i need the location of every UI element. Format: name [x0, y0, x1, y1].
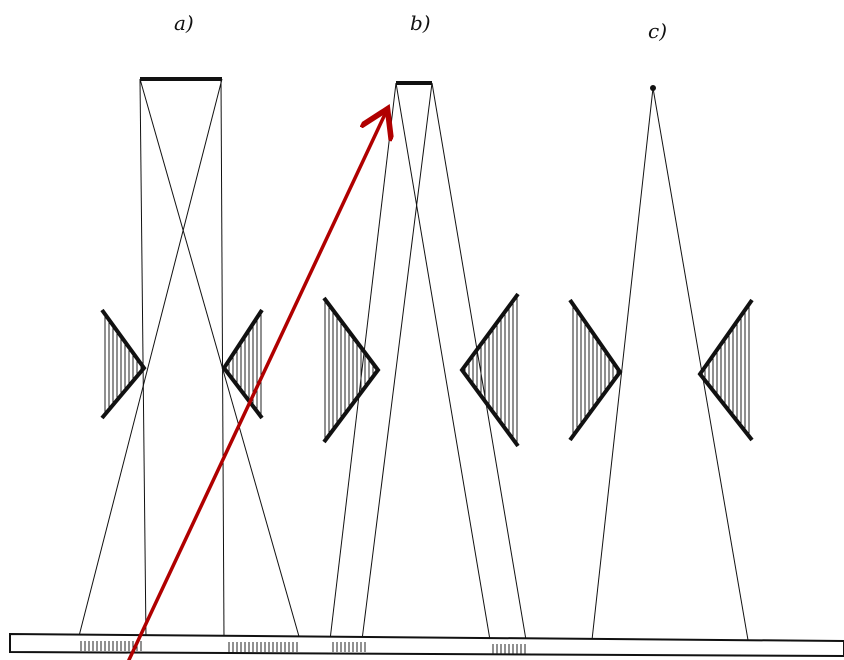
panel-a [77, 77, 301, 641]
base-plate [9, 632, 844, 658]
red-arrow-icon [127, 112, 386, 660]
knife-edge-icon [568, 298, 623, 442]
label-b: b) [410, 11, 431, 35]
knife-edge-icon [459, 292, 520, 448]
label-c: c) [648, 19, 667, 43]
knife-edge-icon [100, 308, 147, 420]
knife-edge-icon [697, 298, 754, 442]
label-a: a) [174, 11, 194, 35]
panel-c [568, 85, 754, 641]
knife-edge-icon [322, 296, 381, 444]
panel-b [322, 81, 527, 641]
